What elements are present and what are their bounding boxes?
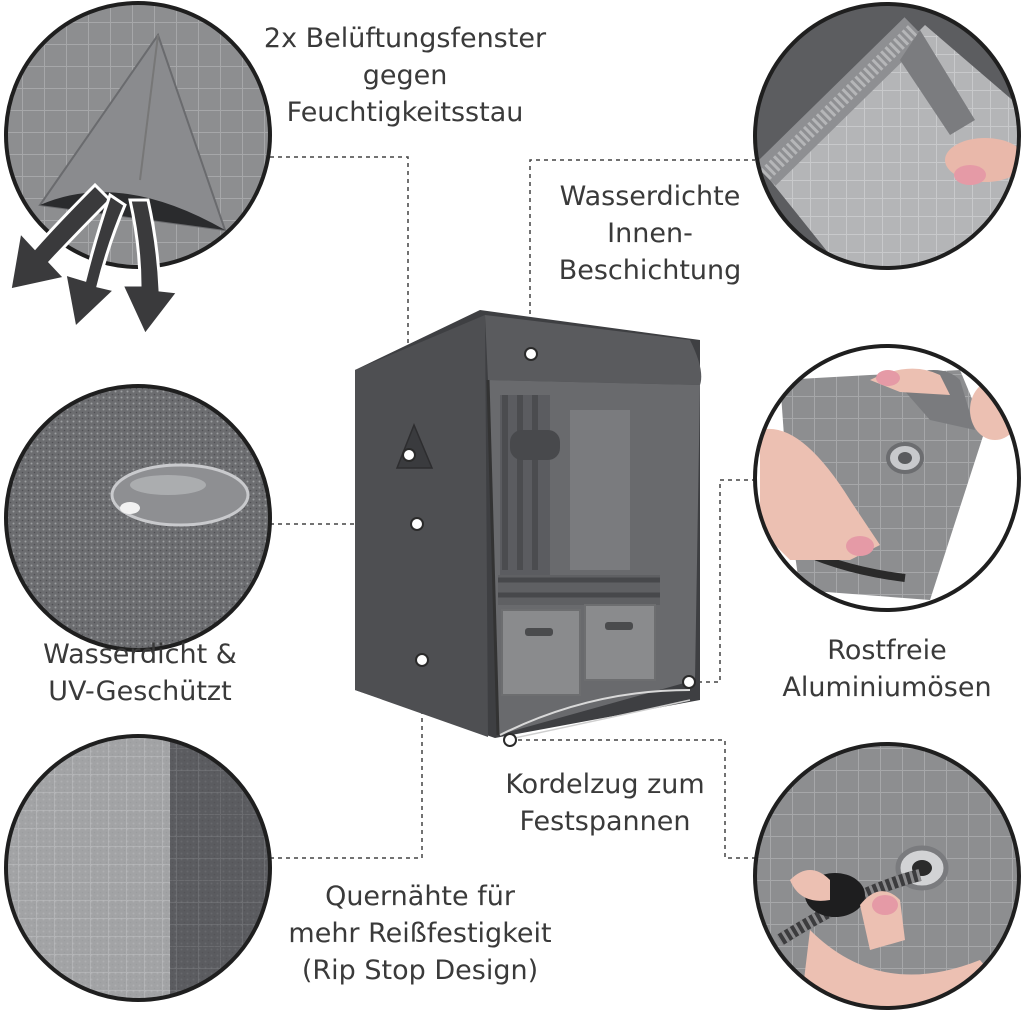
eyelets-line-2: Aluminiumösen [782, 672, 992, 703]
inner-coating-line-3: Beschichtung [558, 255, 742, 286]
ripstop-line-3: (Rip Stop Design) [301, 955, 539, 986]
inner-coating-line-1: Wasserdichte [559, 181, 741, 212]
ripstop-line-2: mehr Reißfestigkeit [288, 918, 552, 949]
drawstring-line-1: Kordelzug zum [505, 769, 705, 800]
ventilation-line-3: Feuchtigkeitsstau [286, 97, 524, 128]
waterproof-uv-label: Wasserdicht & UV-Geschützt [20, 636, 260, 710]
inner-coating-line-2: Innen- [607, 218, 693, 249]
ventilation-label: 2x Belüftungsfenster gegen Feuchtigkeits… [250, 20, 560, 131]
waterproof-uv-line-2: UV-Geschützt [48, 676, 232, 707]
ripstop-label: Quernähte für mehr Reißfestigkeit (Rip S… [255, 878, 585, 989]
drawstring-line-2: Festspannen [519, 806, 691, 837]
inner-coating-label: Wasserdichte Innen- Beschichtung [530, 178, 770, 289]
waterproof-uv-line-1: Wasserdicht & [43, 639, 237, 670]
eyelets-label: Rostfreie Aluminiumösen [762, 632, 1012, 706]
ripstop-line-1: Quernähte für [325, 881, 515, 912]
inner-coating-detail-photo [753, 2, 1021, 270]
ripstop-detail-photo [4, 734, 272, 1002]
ventilation-line-2: gegen [362, 60, 448, 91]
water-drop-detail-photo [4, 384, 272, 652]
covered-beach-chair-image [355, 310, 702, 747]
eyelet-detail-photo [753, 344, 1021, 612]
airflow-arrows-icon [8, 182, 181, 338]
drawstring-label: Kordelzug zum Festspannen [480, 766, 730, 840]
drawstring-detail-photo [753, 742, 1021, 1010]
eyelets-line-1: Rostfreie [827, 635, 947, 666]
ventilation-line-1: 2x Belüftungsfenster [263, 23, 547, 54]
